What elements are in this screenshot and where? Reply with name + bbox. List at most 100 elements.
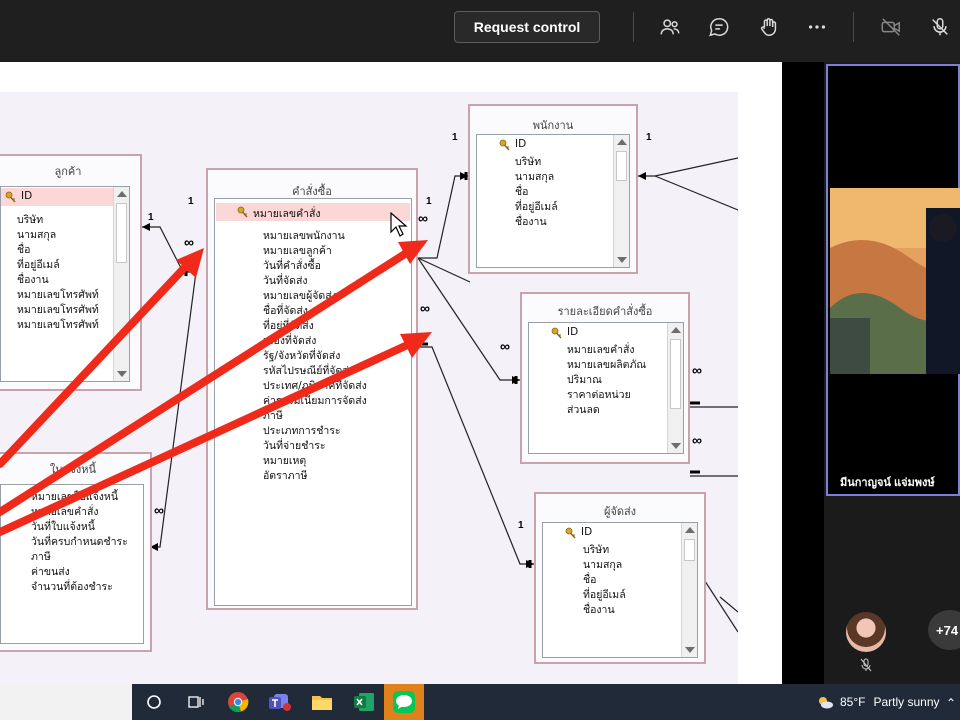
field-key[interactable]: ID — [499, 138, 526, 151]
field-key[interactable]: ID — [551, 326, 578, 339]
relationship-lines — [138, 157, 738, 633]
people-icon[interactable] — [656, 13, 684, 41]
scroll-up-icon[interactable] — [685, 527, 695, 533]
weather-widget[interactable]: 85°F Partly sunny — [816, 684, 940, 720]
line-icon[interactable] — [384, 684, 424, 720]
scrollbar[interactable] — [667, 323, 683, 453]
field[interactable]: ค่าขนส่ง — [31, 566, 70, 578]
search-circle-icon[interactable] — [140, 688, 168, 716]
table-invoice[interactable]: ใบแจ้งหนี้ หมายเลขใบแจ้งหนี้ หมายเลขคำสั… — [0, 452, 152, 652]
scroll-down-icon[interactable] — [117, 371, 127, 377]
shared-screen: ลูกค้า ID บริษัท นามสกุล ชื่อ ที่อยู่อีเ… — [0, 62, 782, 684]
request-control-button[interactable]: Request control — [454, 11, 600, 43]
field[interactable]: จำนวนที่ต้องชำระ — [31, 581, 113, 593]
field-key[interactable]: ID — [565, 526, 592, 539]
chat-icon[interactable] — [705, 13, 733, 41]
field-list[interactable]: หมายเลขใบแจ้งหนี้ หมายเลขคำสั่ง วันที่ใบ… — [0, 484, 144, 644]
field[interactable]: บริษัท — [583, 544, 610, 556]
mouse-cursor-icon — [390, 212, 408, 237]
field[interactable]: หมายเลขลูกค้า — [263, 245, 332, 257]
table-employee[interactable]: พนักงาน ID บริษัท นามสกุล ชื่อ ที่อยู่อี… — [468, 104, 638, 274]
field[interactable]: รัฐ/จังหวัดที่จัดส่ง — [263, 350, 341, 362]
field[interactable]: ที่อยู่อีเมล์ — [583, 589, 626, 601]
field[interactable]: หมายเลขผู้จัดส่ง — [263, 290, 337, 302]
scrollbar[interactable] — [681, 523, 697, 657]
scroll-thumb[interactable] — [116, 203, 127, 263]
scroll-up-icon[interactable] — [671, 327, 681, 333]
more-icon[interactable] — [803, 13, 831, 41]
field[interactable]: ชื่องาน — [515, 216, 547, 228]
mic-off-icon — [860, 658, 872, 672]
table-shipper[interactable]: ผู้จัดส่ง ID บริษัท นามสกุล ชื่อ ที่อยู่… — [534, 492, 706, 664]
chevron-up-icon[interactable]: ⌃ — [946, 696, 957, 710]
field[interactable]: ชื่อที่จัดส่ง — [263, 305, 308, 317]
field[interactable]: นามสกุล — [515, 171, 555, 183]
field[interactable]: วันที่ครบกำหนดชำระ — [31, 536, 128, 548]
chrome-icon[interactable] — [224, 688, 252, 716]
field[interactable]: นามสกุล — [17, 229, 57, 241]
field[interactable]: หมายเลขโทรศัพท์ — [17, 304, 99, 316]
raise-hand-icon[interactable] — [755, 13, 783, 41]
more-participants-button[interactable]: +74 — [928, 610, 960, 650]
field[interactable]: รหัสไปรษณีย์ที่จัดส่ง — [263, 365, 354, 377]
field[interactable]: ชื่อ — [515, 186, 529, 198]
field[interactable]: ราคาต่อหน่วย — [567, 389, 631, 401]
scroll-thumb[interactable] — [616, 151, 627, 181]
rel-one-label: 1 — [188, 196, 194, 207]
field[interactable]: หมายเลขคำสั่ง — [567, 344, 635, 356]
camera-off-icon[interactable] — [877, 13, 905, 41]
field[interactable]: ภาษี — [31, 551, 51, 563]
teams-icon[interactable] — [266, 688, 294, 716]
scroll-down-icon[interactable] — [685, 647, 695, 653]
mic-off-icon[interactable] — [926, 13, 954, 41]
field[interactable]: ที่อยู่อีเมล์ — [515, 201, 558, 213]
field[interactable]: นามสกุล — [583, 559, 623, 571]
field[interactable]: หมายเลขพนักงาน — [263, 230, 345, 242]
field-list[interactable]: ID หมายเลขคำสั่ง หมายเลขผลิตภัณ ปริมาณ ร… — [528, 322, 684, 454]
field-list[interactable]: หมายเลขคำสั่ง หมายเลขพนักงาน หมายเลขลูกค… — [214, 198, 412, 606]
field[interactable]: วันที่จ่ายชำระ — [263, 440, 326, 452]
scroll-down-icon[interactable] — [671, 443, 681, 449]
table-order-details[interactable]: รายละเอียดคำสั่งซื้อ ID หมายเลขคำสั่ง หม… — [520, 292, 690, 464]
field-list[interactable]: ID บริษัท นามสกุล ชื่อ ที่อยู่อีเมล์ ชื่… — [542, 522, 698, 658]
scroll-thumb[interactable] — [670, 339, 681, 409]
field[interactable]: ส่วนลด — [567, 404, 600, 416]
field[interactable]: วันที่คำสั่งซื้อ — [263, 260, 321, 272]
table-title: ผู้จัดส่ง — [603, 505, 637, 518]
field[interactable]: อัตราภาษี — [263, 470, 308, 482]
field[interactable]: หมายเหตุ — [263, 455, 307, 467]
participant-video-tile[interactable] — [826, 64, 960, 496]
field[interactable]: หมายเลขโทรศัพท์ — [17, 319, 99, 331]
field[interactable]: วันที่จัดส่ง — [263, 275, 308, 287]
task-view-icon[interactable] — [182, 688, 210, 716]
field-list[interactable]: ID บริษัท นามสกุล ชื่อ ที่อยู่อีเมล์ ชื่… — [476, 134, 630, 268]
field[interactable]: ประเภทการชำระ — [263, 425, 341, 437]
field[interactable]: ชื่องาน — [583, 604, 615, 616]
field-key[interactable]: หมายเลขคำสั่ง — [237, 205, 321, 222]
field[interactable]: บริษัท — [515, 156, 542, 168]
table-orders[interactable]: คำสั่งซื้อ หมายเลขคำสั่ง หมายเลขพนักงาน … — [206, 168, 418, 610]
field[interactable]: บริษัท — [17, 214, 44, 226]
partly-sunny-icon — [819, 697, 833, 709]
rel-many-label: ∞ — [418, 210, 428, 226]
table-title: พนักงาน — [532, 119, 574, 132]
rel-many-label: ∞ — [692, 362, 702, 378]
field[interactable]: หมายเลขโทรศัพท์ — [17, 289, 99, 301]
scroll-up-icon[interactable] — [117, 191, 127, 197]
field[interactable]: ชื่อ — [17, 244, 31, 256]
field[interactable]: หมายเลขผลิตภัณ — [567, 359, 647, 371]
field[interactable]: ชื่องาน — [17, 274, 49, 286]
field[interactable]: วันที่ใบแจ้งหนี้ — [31, 521, 95, 533]
field-key[interactable]: ID — [5, 190, 32, 203]
field[interactable]: ที่อยู่อีเมล์ — [17, 259, 60, 271]
field[interactable]: ชื่อ — [583, 574, 597, 586]
scroll-up-icon[interactable] — [617, 139, 627, 145]
field[interactable]: ปริมาณ — [567, 374, 602, 386]
scrollbar[interactable] — [613, 135, 629, 267]
file-explorer-icon[interactable] — [308, 688, 336, 716]
taskbar-search-box[interactable] — [0, 684, 132, 720]
scroll-down-icon[interactable] — [617, 257, 627, 263]
scroll-thumb[interactable] — [684, 539, 695, 561]
excel-icon[interactable] — [350, 688, 378, 716]
avatar[interactable] — [846, 612, 886, 652]
